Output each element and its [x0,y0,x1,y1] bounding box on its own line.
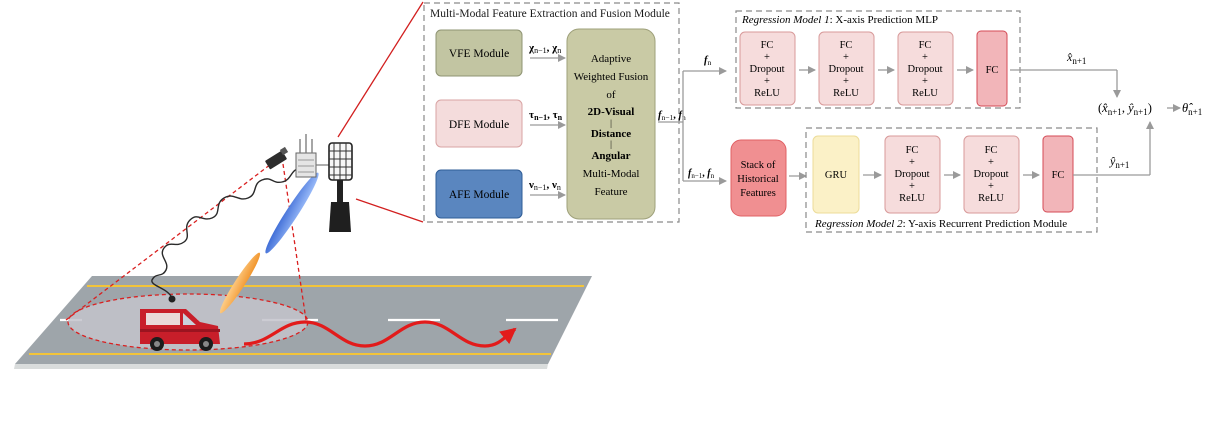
svg-text:Stack of: Stack of [741,160,776,171]
sensor-node-icon [168,295,176,303]
svg-text:Feature: Feature [595,186,628,198]
svg-text:ReLU: ReLU [899,193,925,204]
fusion-block: Adaptive Weighted Fusion of 2D-Visual | … [566,28,656,220]
svg-text:+: + [988,181,994,192]
gru-mlp-block-2: FC + Dropout + ReLU [963,135,1020,214]
svg-text:+: + [843,52,849,63]
history-stack: Stack of Historical Features [730,139,787,217]
svg-text:+: + [764,52,770,63]
svg-text:ReLU: ReLU [912,88,938,99]
scene-illustration [14,1,592,369]
van-icon [140,309,220,351]
svg-text:+: + [909,157,915,168]
svg-text:+: + [764,76,770,87]
svg-text:Adaptive: Adaptive [591,53,631,65]
mlp-block-3: FC + Dropout + ReLU [897,31,954,106]
svg-text:FC: FC [1052,170,1065,181]
lidar-icon [328,142,353,232]
final-angle-label: θ̂n+1 [1182,101,1202,117]
svg-text:FC: FC [840,40,853,51]
gru-fc-output: FC [1042,135,1074,213]
svg-text:+: + [843,76,849,87]
afe-module-label: AFE Module [449,189,509,201]
svg-text:Dropout: Dropout [829,64,864,75]
svg-text:+: + [909,181,915,192]
svg-text:FC: FC [919,40,932,51]
zoom-line-top [337,1,424,138]
svg-text:FC: FC [986,65,999,76]
svg-text:Historical: Historical [737,174,778,185]
vfe-module-label: VFE Module [449,48,509,60]
svg-text:Weighted Fusion: Weighted Fusion [574,71,649,83]
svg-text:Dropout: Dropout [974,169,1009,180]
feature-module-title: Multi-Modal Feature Extraction and Fusio… [430,8,670,20]
trajectory-arrow [243,320,517,348]
cable-icon [151,167,301,299]
regression-model-2: Regression Model 2: Y-axis Recurrent Pre… [805,127,1098,233]
dfe-output-label: τn−1, τn [529,109,563,122]
fusion-output-label: fn−1, fn [658,110,686,122]
svg-text:+: + [922,52,928,63]
vfe-module-box: VFE Module [435,29,523,77]
svg-text:Features: Features [740,188,776,199]
svg-text:Dropout: Dropout [895,169,930,180]
svg-text:|: | [610,118,612,128]
gru-mlp-block-1: FC + Dropout + ReLU [884,135,941,214]
svg-text:Angular: Angular [591,150,630,162]
dfe-module-box: DFE Module [435,99,523,148]
svg-text:ReLU: ReLU [754,88,780,99]
svg-text:Multi-Modal: Multi-Modal [583,168,640,180]
camera-fov-left [65,160,276,321]
laser-beam-icon [219,252,261,314]
x-output-label: x̂n+1 [1066,50,1086,66]
svg-text:Dropout: Dropout [750,64,785,75]
router-icon [295,134,332,178]
mlp-block-2: FC + Dropout + ReLU [818,31,875,106]
camera-fov-right [282,163,307,321]
mlp-input-label: fn [704,55,712,67]
afe-module-box: AFE Module [435,169,523,219]
regression-1-title: Regression Model 1: X-axis Prediction ML… [741,14,938,26]
svg-text:|: | [610,139,612,149]
camera-icon [265,146,289,170]
svg-text:FC: FC [906,145,919,156]
svg-text:of: of [606,89,616,101]
svg-text:2D-Visual: 2D-Visual [588,106,635,118]
mlp-block-1: FC + Dropout + ReLU [739,31,796,106]
vfe-output-label: χn−1, χn [528,42,561,55]
gru-block: GRU [812,135,860,214]
mlp-fc-output: FC [976,30,1008,107]
radar-beam-icon [265,172,319,254]
regression-model-1: Regression Model 1: X-axis Prediction ML… [735,10,1021,109]
y-output-label: ŷn+1 [1109,154,1129,170]
zoom-line-bottom [355,198,424,223]
svg-text:Dropout: Dropout [908,64,943,75]
feature-extraction-module: Multi-Modal Feature Extraction and Fusio… [423,2,680,223]
svg-text:Distance: Distance [591,128,631,140]
svg-text:FC: FC [761,40,774,51]
svg-text:ReLU: ReLU [978,193,1004,204]
dfe-module-label: DFE Module [449,119,509,131]
stack-input-label: fn−1, fn [688,168,715,180]
svg-text:ReLU: ReLU [833,88,859,99]
final-coordinate-label: (x̂n+1, ŷn+1) [1098,101,1152,117]
svg-text:GRU: GRU [825,170,848,181]
svg-text:FC: FC [985,145,998,156]
svg-text:+: + [988,157,994,168]
svg-text:+: + [922,76,928,87]
afe-output-label: νn−1, νn [528,179,561,192]
regression-2-title: Regression Model 2: Y-axis Recurrent Pre… [814,218,1067,230]
